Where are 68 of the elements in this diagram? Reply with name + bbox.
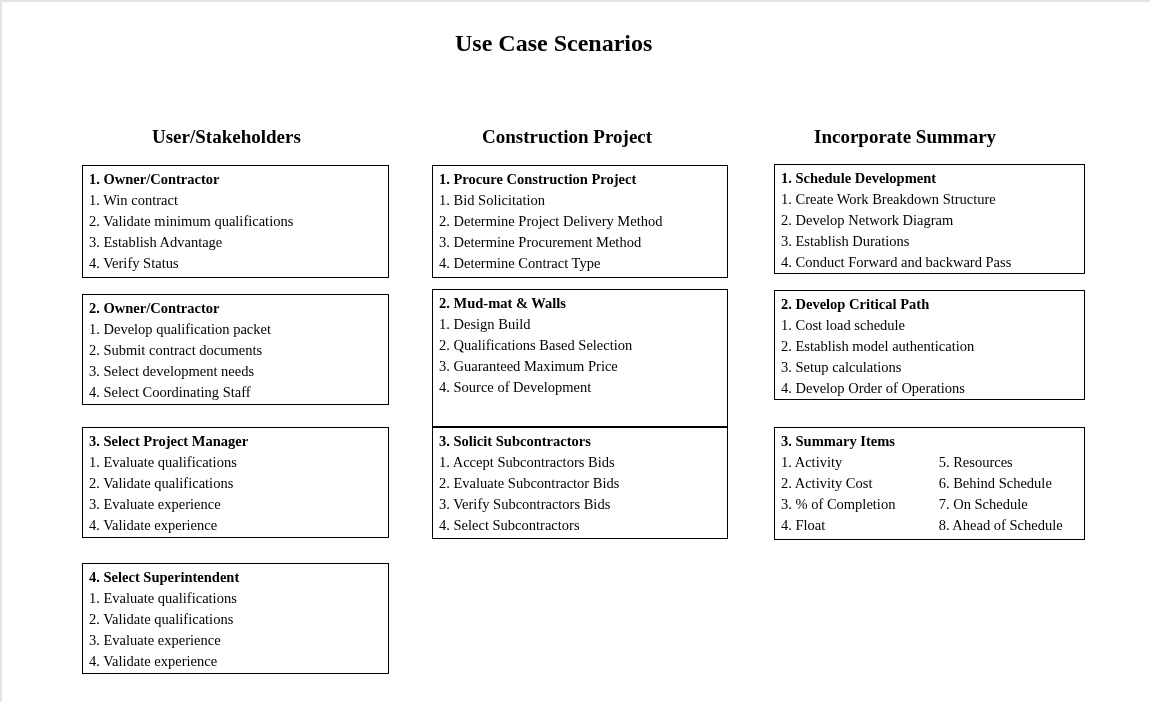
list-item: 2. Activity Cost (781, 474, 873, 493)
scenario-box (432, 289, 728, 427)
list-item: 4. Select Coordinating Staff (89, 383, 251, 402)
list-item: 2. Validate qualifications (89, 474, 234, 493)
column-heading: User/Stakeholders (152, 126, 301, 148)
list-item: 4. Develop Order of Operations (781, 379, 965, 398)
box-heading: 4. Select Superintendent (89, 568, 240, 587)
box-heading: 3. Summary Items (781, 432, 895, 451)
list-item: 3. Determine Procurement Method (439, 233, 642, 252)
scenario-box (774, 164, 1085, 274)
list-item: 4. Source of Development (439, 378, 592, 397)
box-heading: 1. Schedule Development (781, 169, 937, 188)
list-item: 4. Select Subcontractors (439, 516, 580, 535)
scenario-box (432, 427, 728, 539)
list-item: 1. Evaluate qualifications (89, 453, 237, 472)
column-heading: Incorporate Summary (814, 126, 997, 148)
scenario-box (432, 165, 728, 278)
list-item: 1. Evaluate qualifications (89, 589, 237, 608)
list-item: 3. Verify Subcontractors Bids (439, 495, 611, 514)
list-item: 1. Accept Subcontractors Bids (439, 453, 615, 472)
list-item: 5. Resources (938, 453, 1013, 472)
list-item: 2. Qualifications Based Selection (439, 336, 633, 355)
list-item: 1. Win contract (89, 191, 178, 210)
list-item: 2. Develop Network Diagram (781, 211, 954, 230)
list-item: 6. Behind Schedule (938, 474, 1052, 493)
list-item: 3. Evaluate experience (89, 631, 221, 650)
list-item: 4. Determine Contract Type (439, 254, 601, 273)
box-heading: 2. Mud-mat & Walls (439, 294, 567, 313)
scenario-box (82, 427, 389, 538)
list-item: 3. % of Completion (781, 495, 896, 514)
scenario-box (774, 290, 1085, 400)
list-item: 4. Validate experience (89, 652, 218, 671)
box-heading: 1. Owner/Contractor (89, 170, 220, 189)
list-item: 2. Validate minimum qualifications (89, 212, 294, 231)
list-item: 4. Validate experience (89, 516, 218, 535)
list-item: 3. Evaluate experience (89, 495, 221, 514)
list-item: 1. Cost load schedule (781, 316, 906, 335)
list-item: 2. Submit contract documents (89, 341, 263, 360)
scenario-box (82, 165, 389, 278)
box-heading: 1. Procure Construction Project (439, 170, 637, 189)
list-item: 3. Setup calculations (781, 358, 902, 377)
list-item: 1. Develop qualification packet (89, 320, 271, 339)
box-heading: 2. Owner/Contractor (89, 299, 220, 318)
list-item: 1. Design Build (439, 315, 531, 334)
list-item: 8. Ahead of Schedule (938, 516, 1063, 535)
list-item: 1. Activity (781, 453, 843, 472)
list-item: 2. Determine Project Delivery Method (439, 212, 663, 231)
list-item: 3. Select development needs (89, 362, 255, 381)
list-item: 1. Create Work Breakdown Structure (781, 190, 996, 209)
scenario-box (82, 294, 389, 405)
list-item: 7. On Schedule (938, 495, 1028, 514)
scenario-box (774, 427, 1085, 540)
list-item: 3. Establish Durations (781, 232, 910, 251)
list-item: 1. Bid Solicitation (439, 191, 545, 210)
list-item: 2. Establish model authentication (781, 337, 975, 356)
list-item: 4. Verify Status (89, 254, 179, 273)
list-item: 4. Conduct Forward and backward Pass (781, 253, 1012, 272)
box-heading: 3. Solicit Subcontractors (439, 432, 591, 451)
column-heading: Construction Project (482, 126, 653, 148)
scenario-box (82, 563, 389, 674)
list-item: 3. Establish Advantage (89, 233, 223, 252)
list-item: 2. Validate qualifications (89, 610, 234, 629)
box-heading: 3. Select Project Manager (89, 432, 249, 451)
list-item: 3. Guaranteed Maximum Price (439, 357, 618, 376)
box-heading: 2. Develop Critical Path (781, 295, 930, 314)
diagram-title: Use Case Scenarios (455, 30, 653, 57)
list-item: 2. Evaluate Subcontractor Bids (439, 474, 620, 493)
list-item: 4. Float (781, 516, 826, 535)
